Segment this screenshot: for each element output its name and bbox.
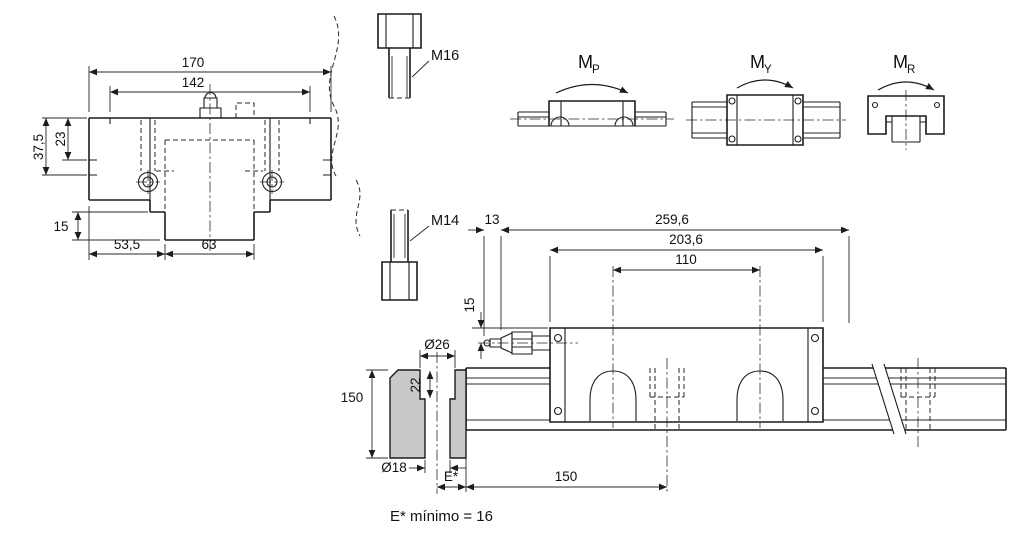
rail-cross-section <box>164 212 255 241</box>
label-moment-roll-symbol: M <box>893 52 908 72</box>
dim-side-length-total: 259,6 <box>655 212 689 227</box>
side-view: 13 259,6 203,6 110 15 150 <box>462 212 1007 494</box>
dim-front-rail-width: 63 <box>201 237 216 252</box>
grease-nipple <box>199 92 222 118</box>
label-moment-roll-sub: R <box>907 64 915 76</box>
dim-front-width-total: 170 <box>182 55 205 70</box>
rail-break <box>871 363 907 435</box>
dim-side-hole-spacing: 110 <box>675 252 697 267</box>
section-view: Ø26 22 150 Ø18 E* E* mínimo = 16 <box>341 337 493 525</box>
dim-section-hole-dia: Ø18 <box>381 460 407 475</box>
projection-break-lines <box>328 15 361 237</box>
dim-side-nipple-height: 15 <box>462 297 477 312</box>
label-bolt-m14: M14 <box>431 213 459 229</box>
dim-section-counterbore-depth: 22 <box>408 377 423 392</box>
roll-rotation-arrow <box>877 81 935 91</box>
rail-hole-1 <box>649 358 685 494</box>
rail <box>465 367 1007 431</box>
dim-side-hole-pitch: 150 <box>555 469 578 484</box>
dim-front-height-flange: 37,5 <box>31 134 46 160</box>
mounting-hole-right <box>260 170 284 194</box>
moment-pitch-diagram: M P <box>510 52 674 127</box>
label-moment-yaw-sub: Y <box>764 64 772 76</box>
dim-front-width-inner: 142 <box>182 75 205 90</box>
grease-nipple-side <box>478 331 578 355</box>
label-bolt-m16: M16 <box>431 48 459 64</box>
label-moment-yaw-symbol: M <box>750 52 765 72</box>
label-moment-pitch-sub: P <box>592 64 600 76</box>
section-material-right <box>449 369 467 459</box>
rail-hole-2 <box>900 358 936 448</box>
carriage-block <box>549 266 824 428</box>
dim-side-length-block: 203,6 <box>669 232 703 247</box>
dim-front-rail-clearance: 15 <box>53 219 68 234</box>
dim-front-bottom-left: 53,5 <box>114 237 140 252</box>
bolt-m16: M16 <box>377 13 459 99</box>
note-edge-minimum: E* mínimo = 16 <box>390 508 493 525</box>
label-moment-pitch-symbol: M <box>578 52 593 72</box>
dim-section-counterbore-dia: Ø26 <box>424 337 450 352</box>
dim-side-nipple-protrusion: 13 <box>484 212 499 227</box>
grease-port-alt-hidden <box>235 102 255 118</box>
front-view: 170 142 37,5 23 15 53,5 63 <box>31 55 332 260</box>
dim-section-edge-distance: E* <box>444 469 459 484</box>
moment-roll-diagram: M R <box>867 52 945 150</box>
mounting-hole-left <box>136 170 160 194</box>
pitch-rotation-arrow <box>555 84 629 94</box>
dim-section-base-height: 150 <box>341 390 364 405</box>
section-material-left <box>389 369 426 459</box>
bolt-m14: M14 <box>381 209 459 301</box>
moment-yaw-diagram: M Y <box>686 52 846 146</box>
dim-front-height-step: 23 <box>53 131 68 146</box>
yaw-rotation-arrow <box>736 79 794 89</box>
